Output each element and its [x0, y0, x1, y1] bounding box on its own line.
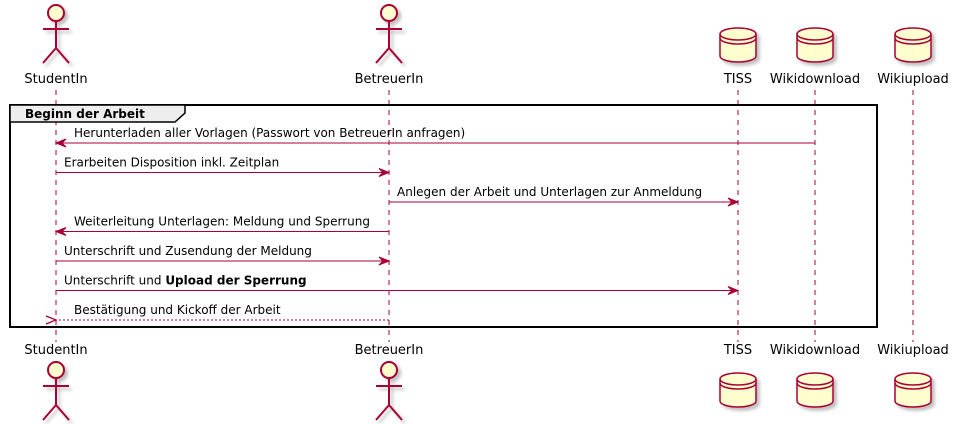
message-label-part-6-2: Upload der Sperrung: [165, 274, 306, 288]
database-icon-wikiupload-bottom: [894, 372, 932, 408]
participant-label-wikiupload-top: Wikiupload: [877, 72, 949, 87]
message-arrowhead-2: [378, 168, 391, 177]
database-icon-tiss-top: [719, 27, 757, 63]
message-arrowhead-3: [727, 197, 740, 207]
database-icon-wikidownload-top: [796, 27, 834, 63]
message-label-part-3-1: Anlegen der Arbeit und Unterlagen zur An…: [397, 185, 702, 199]
database-icon-wikidownload-bottom: [796, 372, 834, 408]
frame-box: [9, 104, 878, 328]
actor-icon-studentin-bottom: [42, 361, 70, 421]
message-label-5: Unterschrift und Zusendung der Meldung: [64, 244, 312, 258]
message-5: Unterschrift und Zusendung der Meldung: [56, 244, 391, 266]
actor-icon-studentin-top: [42, 4, 70, 64]
message-label-part-1-1: Herunterladen aller Vorlagen (Passwort v…: [74, 126, 465, 140]
message-arrowhead-1: [54, 138, 67, 148]
participant-label-studentin-bottom: StudentIn: [24, 343, 87, 358]
database-icon-tiss-bottom: [719, 372, 757, 408]
participant-label-tiss-top: TISS: [723, 72, 752, 87]
participant-label-betreuerin-bottom: BetreuerIn: [355, 343, 424, 358]
participant-label-tiss-bottom: TISS: [723, 343, 752, 358]
message-7: Bestätigung und Kickoff der Arbeit: [45, 303, 389, 325]
database-icon-wikiupload-top: [894, 27, 932, 63]
message-label-7: Bestätigung und Kickoff der Arbeit: [74, 303, 281, 317]
message-2: Erarbeiten Disposition inkl. Zeitplan: [56, 156, 391, 177]
message-label-part-7-1: Bestätigung und Kickoff der Arbeit: [74, 303, 281, 317]
participant-label-wikidownload-top: Wikidownload: [770, 72, 860, 87]
message-arrowhead-4: [54, 227, 67, 236]
message-label-2: Erarbeiten Disposition inkl. Zeitplan: [64, 156, 279, 170]
message-6: Unterschrift und Upload der Sperrung: [56, 274, 740, 295]
message-1: Herunterladen aller Vorlagen (Passwort v…: [54, 126, 815, 148]
actor-icon-betreuerin-bottom: [375, 361, 403, 421]
participant-label-wikidownload-bottom: Wikidownload: [770, 343, 860, 358]
participant-label-wikiupload-bottom: Wikiupload: [877, 343, 949, 358]
message-arrowhead-5: [378, 256, 391, 266]
message-4: Weiterleitung Unterlagen: Meldung und Sp…: [54, 215, 389, 236]
message-label-3: Anlegen der Arbeit und Unterlagen zur An…: [397, 185, 702, 199]
message-label-part-4-1: Weiterleitung Unterlagen: Meldung und Sp…: [74, 215, 370, 229]
message-3: Anlegen der Arbeit und Unterlagen zur An…: [389, 185, 740, 207]
participant-label-studentin-top: StudentIn: [24, 72, 87, 87]
frame-tab: [9, 104, 186, 123]
message-label-part-6-1: Unterschrift und: [64, 274, 165, 288]
message-label-4: Weiterleitung Unterlagen: Meldung und Sp…: [74, 215, 370, 229]
message-label-part-5-1: Unterschrift und Zusendung der Meldung: [64, 244, 312, 258]
actor-icon-betreuerin-top: [375, 4, 403, 64]
message-arrowhead-6: [727, 286, 740, 295]
participant-label-betreuerin-top: BetreuerIn: [355, 72, 424, 87]
message-label-1: Herunterladen aller Vorlagen (Passwort v…: [74, 126, 465, 140]
message-arrowhead-7: [45, 315, 58, 325]
frame-title: Beginn der Arbeit: [25, 107, 145, 121]
message-label-6: Unterschrift und Upload der Sperrung: [64, 274, 307, 288]
message-label-part-2-1: Erarbeiten Disposition inkl. Zeitplan: [64, 156, 279, 170]
